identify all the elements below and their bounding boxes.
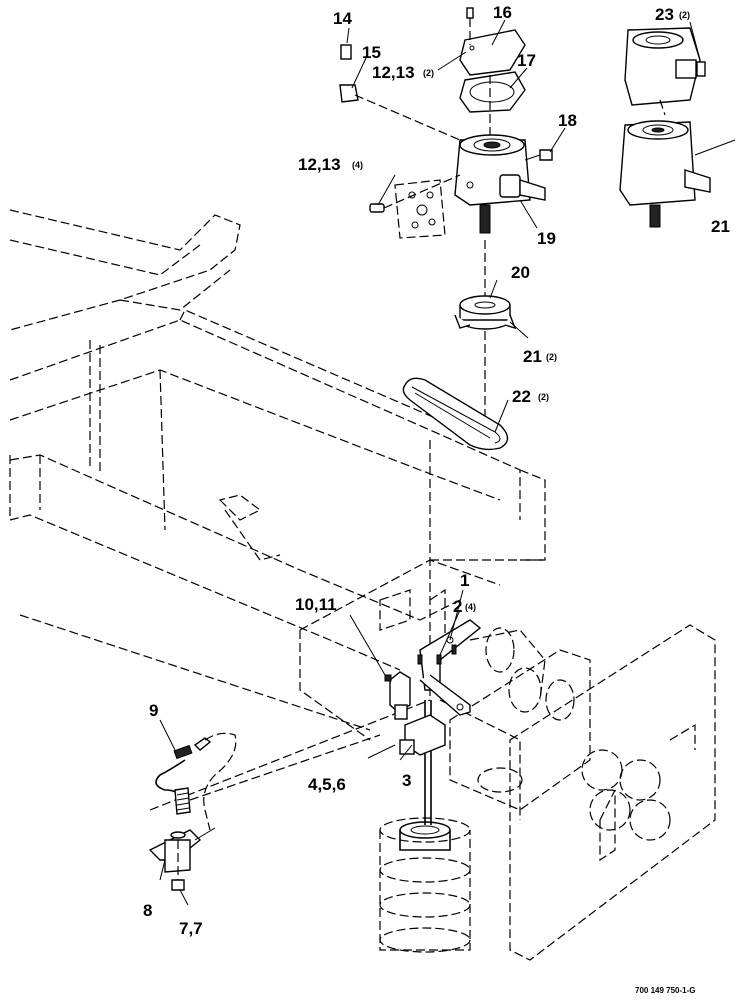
drive-belt: [402, 377, 509, 451]
gasket: [459, 71, 526, 113]
callout-3: 3: [402, 771, 411, 790]
callout-22: 22: [512, 387, 531, 406]
bolts-2: [417, 644, 457, 665]
callout-19: 19: [537, 229, 556, 248]
callout-21-right: 21: [711, 217, 730, 236]
grease-fitting: [339, 44, 461, 141]
callout-10-11: 10,11: [295, 595, 337, 614]
nut-10-11: [384, 674, 392, 682]
sensor-cable: [155, 732, 381, 831]
callout-23-qty: (2): [679, 10, 690, 20]
sensor-bracket: [389, 671, 411, 720]
part-callouts: 14 15 16 12,13 (2) 17 18 12,13 (4) 19 23…: [143, 3, 730, 938]
callout-21-mid-qty: (2): [546, 352, 557, 362]
callout-18: 18: [558, 111, 577, 130]
callout-14: 14: [333, 9, 352, 28]
cover-plate: [459, 29, 526, 76]
callout-20: 20: [511, 263, 530, 282]
alternate-gearbox-lower: [619, 120, 736, 228]
callout-8: 8: [143, 901, 152, 920]
callout-16: 16: [493, 3, 512, 22]
bolt-18: [524, 149, 553, 161]
callout-2: 2: [453, 597, 462, 616]
side-seal-plate: [369, 174, 461, 239]
callout-2-qty: (4): [465, 602, 476, 612]
callout-22-qty: (2): [538, 392, 549, 402]
callout-23: 23: [655, 5, 674, 24]
right-side-plate: [439, 624, 716, 961]
callout-12-13-left: 12,13: [298, 155, 341, 174]
callout-4-5-6: 4,5,6: [308, 775, 346, 794]
leader-lines: [159, 19, 701, 906]
callout-7-7: 7,7: [179, 919, 203, 938]
callout-17: 17: [517, 51, 536, 70]
callout-9: 9: [149, 701, 158, 720]
mid-gear-plate: [379, 588, 591, 811]
callout-1: 1: [460, 571, 469, 590]
callout-12-13-top-qty: (2): [423, 68, 434, 78]
bracket-3: [399, 714, 446, 756]
alternate-gearbox-upper: [624, 27, 706, 116]
callout-21-mid: 21: [523, 347, 542, 366]
gearbox: [454, 134, 546, 234]
screw-12-13-top: [466, 7, 474, 19]
pulley: [454, 295, 517, 330]
drawing-reference-number: 700 149 750-1-G: [635, 986, 696, 995]
machine-frame: [9, 209, 546, 811]
sensor-mount-bracket: [148, 827, 216, 891]
callout-12-13-top: 12,13: [372, 63, 415, 82]
callout-12-13-left-qty: (4): [352, 160, 363, 170]
callout-15: 15: [362, 43, 381, 62]
